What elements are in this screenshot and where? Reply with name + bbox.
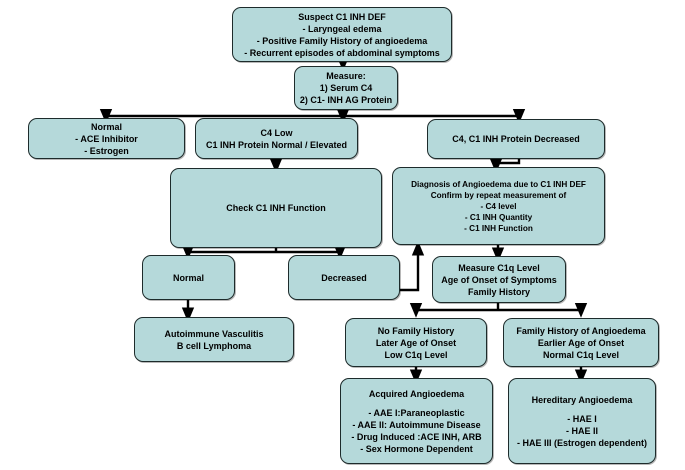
node-line: Check C1 INH Function — [226, 203, 326, 213]
node-line: Measure: — [326, 71, 366, 81]
node-line: Earlier Age of Onset — [537, 337, 625, 348]
edge-decreased-to-diagnosis — [489, 158, 521, 174]
node-line: Family History — [467, 286, 531, 297]
node-line: - Recurrent episodes of abdominal sympto… — [244, 47, 440, 58]
node-line: Decreased — [321, 272, 367, 283]
node-autoimmune-vasculitis[interactable]: Autoimmune Vasculitis B cell Lymphoma — [134, 317, 294, 362]
node-function-decreased[interactable]: Decreased — [288, 255, 400, 300]
node-line: - Drug Induced :ACE INH, ARB — [351, 431, 482, 442]
node-line: 2) C1- INH AG Protein — [299, 95, 393, 105]
node-family-history-angioedema[interactable]: Family History of Angioedema Earlier Age… — [503, 318, 659, 367]
node-line: - Positive Family History of angioedema — [256, 35, 428, 46]
node-line: - HAE III (Estrogen dependent) — [516, 437, 647, 448]
node-line: B cell Lymphoma — [176, 340, 252, 351]
node-suspect-c1-inh-def[interactable]: Suspect C1 INH DEF - Laryngeal edema - P… — [232, 7, 452, 62]
node-line: C4, C1 INH Protein Decreased — [452, 134, 580, 144]
node-line: - C1 INH Function — [464, 223, 533, 233]
node-line: - AAE II: Autoimmune Disease — [352, 419, 481, 430]
node-hereditary-angioedema[interactable]: Hereditary Angioedema - HAE I - HAE II -… — [508, 378, 656, 464]
node-line: Normal — [172, 272, 204, 283]
node-line: Autoimmune Vasculitis — [164, 328, 264, 339]
node-line: Hereditary Angioedema — [531, 394, 633, 405]
node-line: Acquired Angioedema — [368, 388, 465, 399]
node-normal-ace-estrogen[interactable]: Normal - ACE Inhibitor - Estrogen — [28, 118, 185, 159]
node-no-family-history[interactable]: No Family History Later Age of Onset Low… — [345, 318, 487, 367]
node-line: Age of Onset of Symptoms — [441, 274, 557, 285]
node-c4-c1-inh-protein-decreased[interactable]: C4, C1 INH Protein Decreased — [427, 119, 605, 159]
edge-fndecreased-to-diagnosis — [400, 240, 425, 292]
node-line: No Family History — [377, 325, 455, 336]
node-line: - HAE II — [565, 425, 598, 436]
node-function-normal[interactable]: Normal — [142, 255, 235, 300]
node-line: Low C1q Level — [384, 349, 448, 360]
node-line: - C4 level — [480, 201, 517, 211]
node-check-c1-inh-function[interactable]: Check C1 INH Function — [170, 168, 382, 248]
node-line: - AAE I:Paraneoplastic — [368, 407, 465, 418]
node-line: Diagnosis of Angioedema due to C1 INH DE… — [411, 179, 586, 189]
node-line: Later Age of Onset — [375, 337, 457, 348]
node-line: Measure C1q Level — [458, 262, 540, 273]
node-line: - ACE Inhibitor — [75, 133, 138, 144]
node-line: - Laryngeal edema — [302, 23, 382, 34]
node-acquired-angioedema[interactable]: Acquired Angioedema - AAE I:Paraneoplast… — [340, 378, 493, 464]
node-c4-low[interactable]: C4 Low C1 INH Protein Normal / Elevated — [195, 118, 358, 159]
node-line: Normal C1q Level — [542, 349, 620, 360]
node-line: - Sex Hormone Dependent — [360, 443, 473, 454]
node-line: Suspect C1 INH DEF — [298, 11, 386, 22]
node-diagnosis-angioedema[interactable]: Diagnosis of Angioedema due to C1 INH DE… — [392, 167, 605, 245]
node-line: - C1 INH Quantity — [464, 212, 533, 222]
node-line: C1 INH Protein Normal / Elevated — [205, 139, 348, 150]
node-line: Normal — [90, 121, 122, 132]
node-line: - Estrogen — [84, 145, 129, 156]
node-measure-c1q-level[interactable]: Measure C1q Level Age of Onset of Sympto… — [432, 256, 566, 303]
node-line: - HAE I — [567, 413, 597, 424]
node-line: C4 Low — [260, 127, 293, 138]
node-line: 1) Serum C4 — [319, 83, 373, 93]
node-line: Confirm by repeat measurement of — [430, 190, 567, 200]
node-line: Family History of Angioedema — [516, 325, 646, 336]
node-measure-labs[interactable]: Measure: 1) Serum C4 2) C1- INH AG Prote… — [294, 66, 398, 110]
